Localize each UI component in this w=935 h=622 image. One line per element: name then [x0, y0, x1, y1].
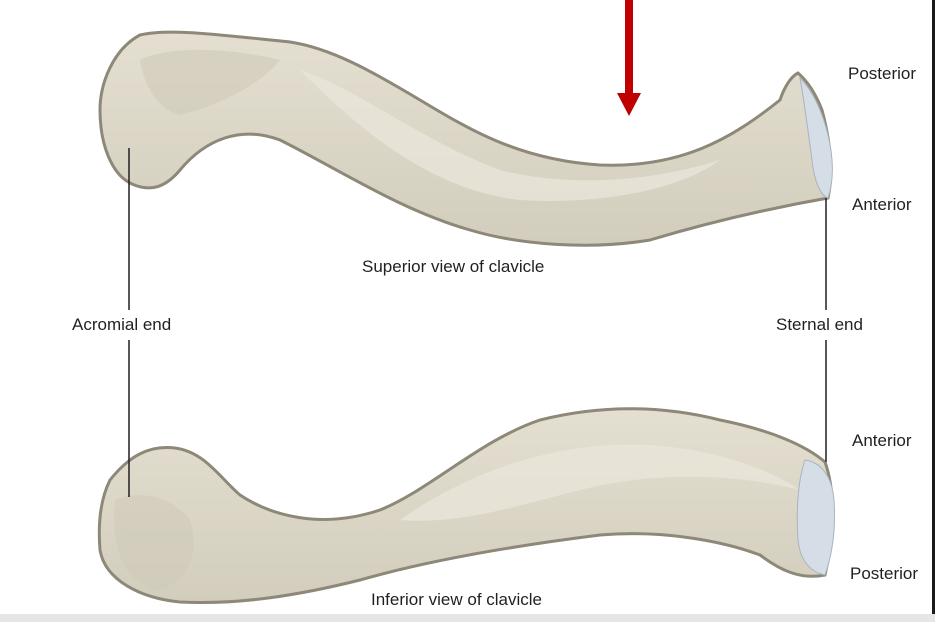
- label-anterior-bottom: Anterior: [852, 431, 912, 450]
- caption-superior-view: Superior view of clavicle: [362, 257, 545, 276]
- inferior-shaft-highlight: [400, 444, 800, 521]
- inferior-acromial-shadow: [114, 495, 194, 590]
- label-anterior-top: Anterior: [852, 195, 912, 214]
- inferior-clavicle: [97, 407, 835, 605]
- superior-clavicle-bone: [98, 30, 833, 247]
- label-acromial-end: Acromial end: [72, 315, 172, 334]
- right-edge-bar: [932, 0, 935, 622]
- inferior-sternal-cartilage: [796, 459, 835, 576]
- label-sternal-end: Sternal end: [776, 315, 863, 334]
- superior-sternal-cartilage: [799, 76, 833, 199]
- superior-clavicle: [98, 30, 833, 247]
- caption-inferior-view: Inferior view of clavicle: [371, 590, 543, 609]
- superior-acromial-highlight: [140, 49, 280, 115]
- label-posterior-top: Posterior: [848, 64, 917, 83]
- red-arrow: [617, 0, 641, 116]
- bottom-edge-bar: [0, 614, 935, 622]
- superior-shaft-highlight: [300, 70, 720, 201]
- label-posterior-bottom: Posterior: [850, 564, 919, 583]
